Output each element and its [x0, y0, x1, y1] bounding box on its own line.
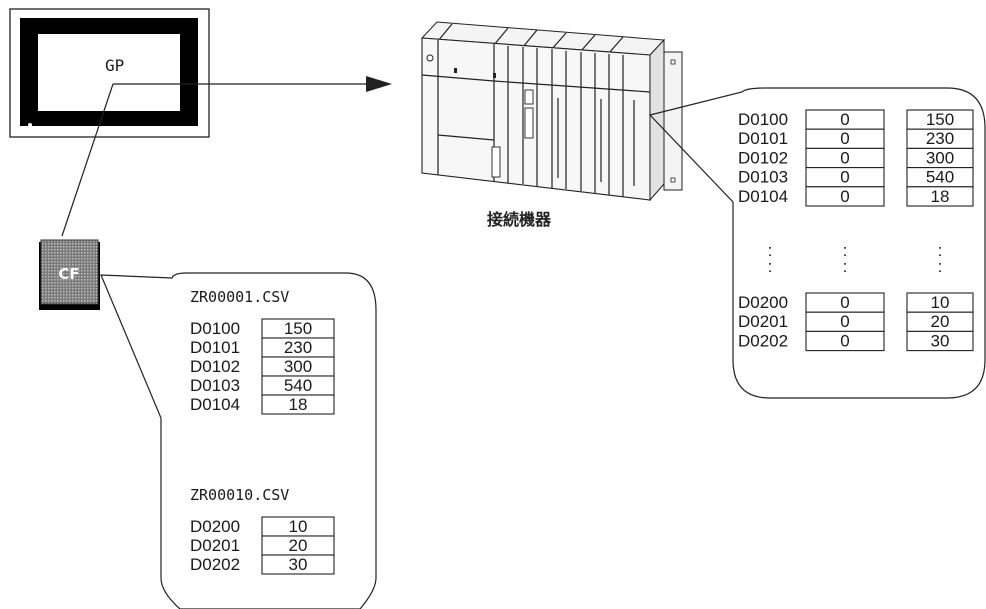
value-after: 30 — [931, 331, 950, 350]
csv-value: 300 — [284, 357, 312, 376]
csv-filename: ZR00001.CSV — [190, 288, 289, 306]
gp-cf-line — [61, 83, 114, 237]
csv-value: 150 — [284, 319, 312, 338]
address-label: D0202 — [190, 555, 240, 574]
address-label: D0100 — [190, 319, 240, 338]
ellipsis-address: : — [768, 257, 773, 276]
address-label: D0101 — [738, 129, 788, 148]
value-after: 20 — [931, 312, 950, 331]
address-label: D0100 — [738, 110, 788, 129]
address-label: D0201 — [738, 312, 788, 331]
value-after: 300 — [926, 148, 954, 167]
cf-card-icon: CF — [39, 239, 100, 310]
address-label: D0103 — [190, 376, 240, 395]
csv-value: 540 — [284, 376, 312, 395]
address-label: D0102 — [190, 357, 240, 376]
address-label: D0103 — [738, 168, 788, 187]
ellipsis-before: : — [843, 257, 848, 276]
device-label: 接続機器 — [487, 210, 552, 229]
value-before: 0 — [840, 187, 849, 206]
value-after: 150 — [926, 110, 954, 129]
value-cell-after — [906, 186, 974, 207]
ellipsis-before: : — [843, 241, 848, 260]
gp-label: GP — [105, 56, 124, 75]
value-before: 0 — [840, 129, 849, 148]
value-after: 18 — [931, 187, 950, 206]
address-label: D0200 — [190, 517, 240, 536]
ellipsis-address: : — [768, 241, 773, 260]
value-after: 540 — [926, 168, 954, 187]
plc-device — [420, 21, 683, 202]
value-before: 0 — [840, 331, 849, 350]
power-led-icon — [28, 123, 32, 127]
value-cell-before — [805, 186, 885, 207]
value-before: 0 — [840, 312, 849, 331]
cf-label: CF — [58, 265, 79, 283]
csv-value-cell — [261, 554, 335, 575]
address-label: D0201 — [190, 536, 240, 555]
address-label: D0104 — [190, 395, 240, 414]
csv-value-cell — [261, 394, 335, 415]
csv-value: 10 — [289, 517, 308, 536]
address-label: D0202 — [738, 331, 788, 350]
csv-value: 30 — [289, 555, 308, 574]
csv-value: 18 — [289, 395, 308, 414]
cf-callout-balloon — [100, 272, 377, 609]
csv-value: 20 — [289, 536, 308, 555]
value-cell-after — [906, 330, 974, 352]
gp-display: GP — [9, 8, 210, 138]
value-after: 10 — [931, 293, 950, 312]
address-label: D0101 — [190, 338, 240, 357]
csv-filename: ZR00010.CSV — [190, 486, 289, 504]
ellipsis-after: : — [938, 257, 943, 276]
value-before: 0 — [840, 148, 849, 167]
address-label: D0104 — [738, 187, 788, 206]
value-after: 230 — [926, 129, 954, 148]
ellipsis-after: : — [938, 241, 943, 260]
value-before: 0 — [840, 110, 849, 129]
address-label: D0102 — [738, 148, 788, 167]
value-before: 0 — [840, 168, 849, 187]
address-label: D0200 — [738, 293, 788, 312]
arrow-right-icon — [366, 76, 392, 92]
plc-callout-balloon — [648, 87, 986, 399]
value-before: 0 — [840, 293, 849, 312]
csv-value: 230 — [284, 338, 312, 357]
value-cell-before — [805, 330, 885, 352]
